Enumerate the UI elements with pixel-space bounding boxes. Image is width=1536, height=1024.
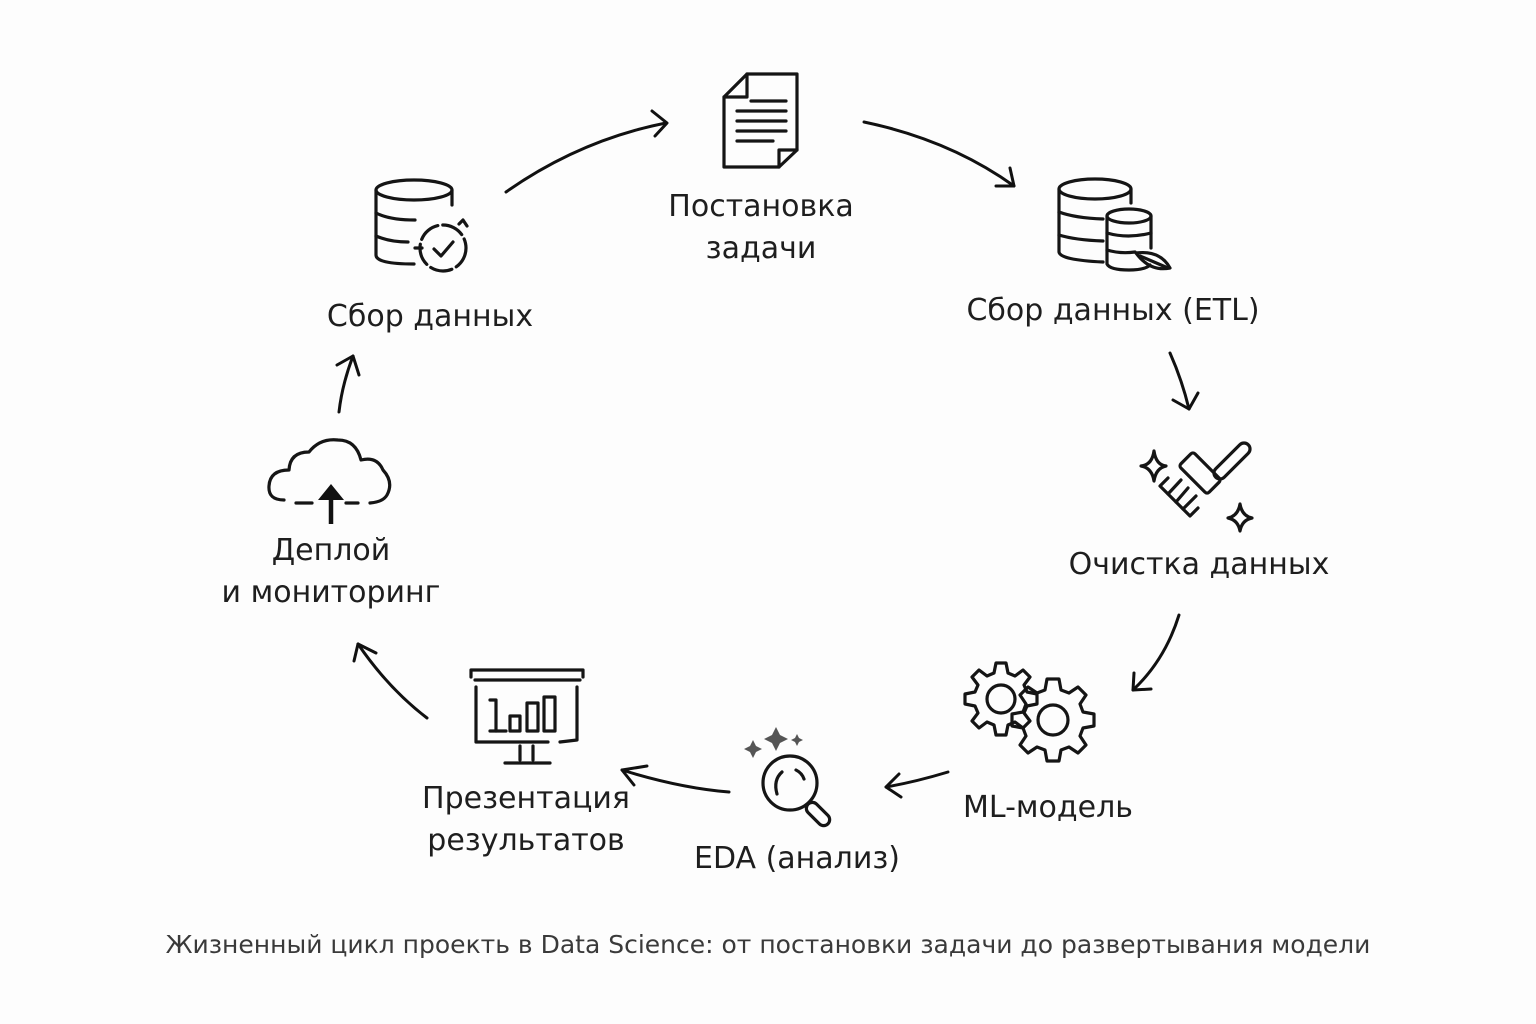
cloud-upload-icon — [267, 438, 392, 524]
node-label-line: Деплой — [271, 533, 391, 568]
arrow-deploy-to-collect — [335, 354, 361, 414]
node-label-collect: Сбор данных — [327, 296, 533, 338]
gears-icon — [963, 661, 1096, 763]
arrow-ml-to-eda — [884, 770, 950, 799]
arrow-cleaning-to-ml — [1131, 613, 1181, 692]
arrow-eda-to-presentation — [620, 764, 731, 794]
diagram-caption: Жизненный цикл проекть в Data Science: о… — [165, 930, 1371, 959]
node-label-line: Постановка — [668, 189, 854, 224]
node-label-ml: ML-модель — [963, 787, 1133, 829]
node-label-line: EDA (анализ) — [693, 841, 901, 876]
arrow-presentation-to-deploy — [352, 642, 429, 720]
node-label-eda: EDA (анализ) — [694, 838, 900, 880]
databases-icon — [1057, 177, 1172, 272]
node-label-line: и мониторинг — [221, 575, 441, 610]
node-label-etl: Сбор данных (ETL) — [966, 290, 1259, 332]
arrow-problem-to-etl — [862, 120, 1016, 188]
node-label-line: результатов — [427, 823, 625, 858]
arrow-collect-to-problem — [504, 109, 669, 194]
document-icon — [722, 72, 799, 169]
node-label-line: Очистка данных — [1068, 547, 1330, 582]
node-label-deploy: Деплой и мониторинг — [222, 530, 441, 614]
node-label-line: задачи — [705, 231, 817, 266]
node-label-line: ML-модель — [963, 790, 1133, 825]
node-label-line: Сбор данных (ETL) — [966, 293, 1260, 328]
arrow-etl-to-cleaning — [1168, 351, 1200, 411]
node-label-line: Сбор данных — [326, 299, 534, 334]
database-clock-icon — [374, 178, 469, 273]
node-label-line: Презентация — [422, 781, 630, 816]
broom-icon — [1139, 441, 1254, 533]
magnifier-icon — [744, 727, 832, 828]
presentation-board-icon — [469, 668, 585, 765]
node-label-presentation: Презентация результатов — [422, 778, 630, 862]
node-label-problem: Постановка задачи — [668, 186, 853, 270]
node-label-cleaning: Очистка данных — [1069, 544, 1330, 586]
